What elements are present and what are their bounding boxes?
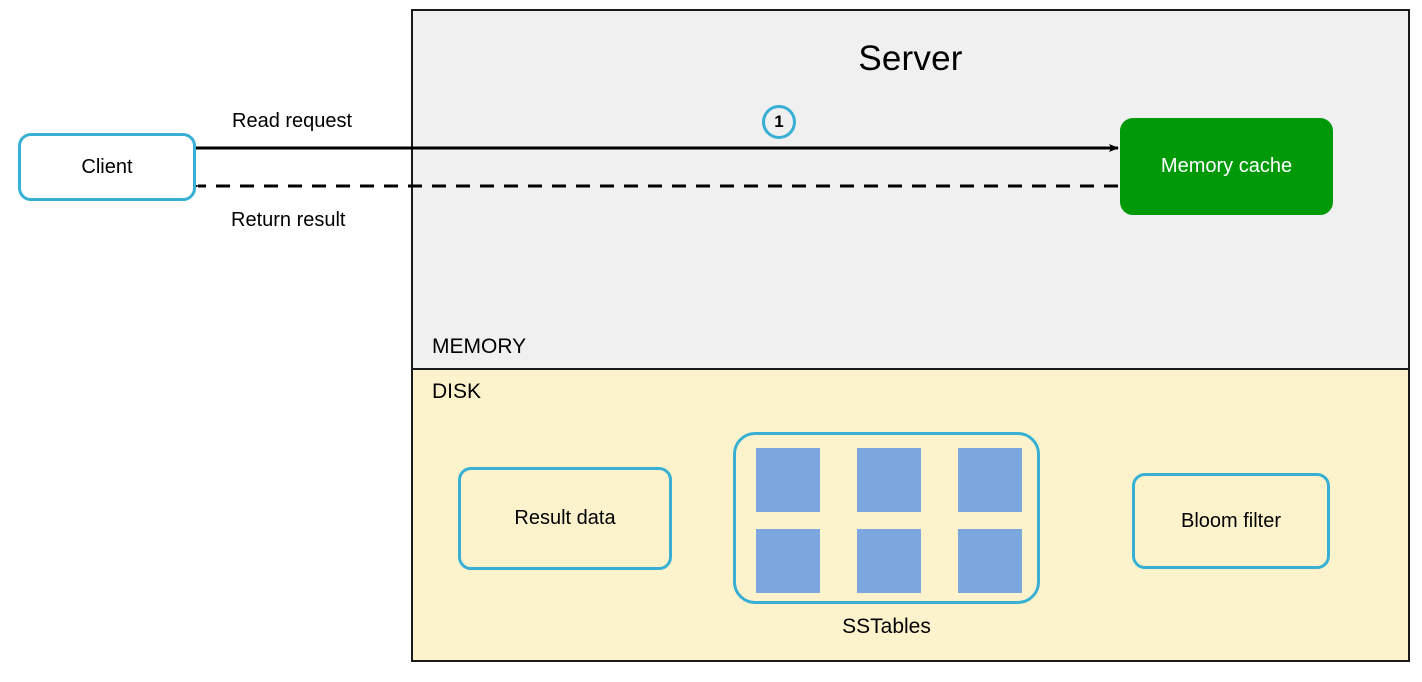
page-title: Server [858,39,963,78]
node-sstables[interactable] [733,432,1040,604]
server-container: Server MEMORY DISK [411,9,1410,662]
sstables-label: SSTables [842,615,931,638]
sstables-grid [756,448,1022,593]
return-result-label: Return result [231,209,346,231]
sstable-cell [958,529,1022,593]
sstable-cell [857,529,921,593]
sstable-cell [958,448,1022,512]
read-request-label: Read request [232,110,353,132]
sstable-cell [756,529,820,593]
node-client[interactable]: Client [18,133,196,201]
step-badge-1[interactable]: 1 [762,105,796,139]
disk-region: DISK [413,370,1408,660]
sstable-cell [857,448,921,512]
disk-region-label: DISK [432,380,482,403]
memory-region-label: MEMORY [432,335,527,358]
node-result-data[interactable]: Result data [458,467,672,570]
node-memory-cache[interactable]: Memory cache [1120,118,1333,215]
sstable-cell [756,448,820,512]
node-bloom-filter[interactable]: Bloom filter [1132,473,1330,569]
